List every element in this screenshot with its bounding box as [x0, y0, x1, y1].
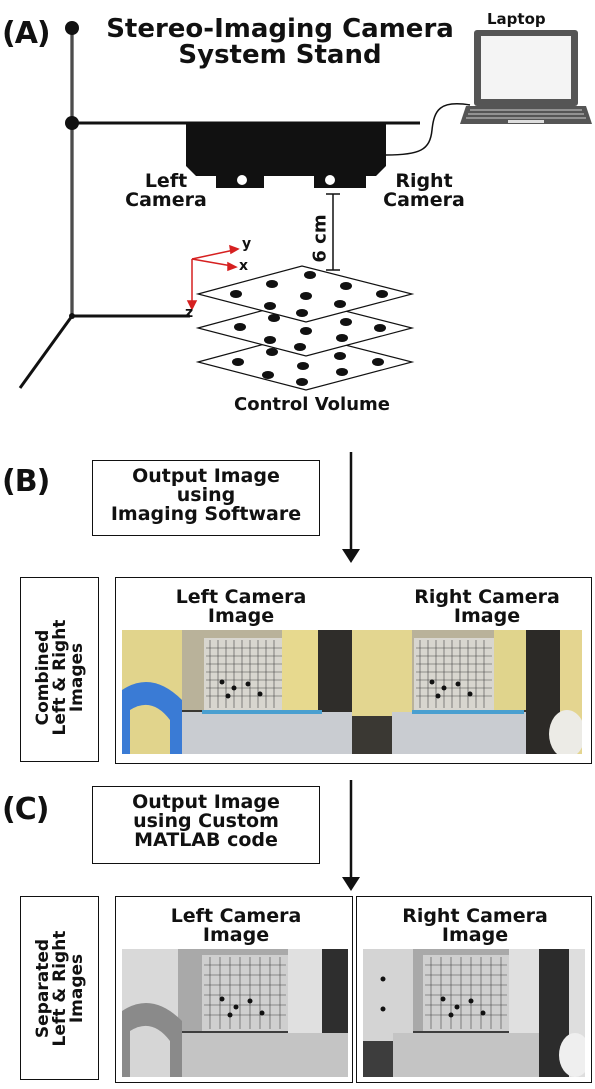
stand-frame: [18, 21, 420, 389]
matlab-box: Output Image using Custom MATLAB code: [92, 786, 320, 864]
separated-right-title-line-2: Image: [441, 924, 509, 946]
combined-side-label: Combined Left & Right Images: [33, 586, 87, 769]
separated-left-title-line-2: Image: [202, 924, 270, 946]
axis-x-label: x: [239, 258, 249, 274]
left-camera-label: Left Camera: [118, 172, 214, 210]
panel-a-label: (A): [2, 16, 51, 51]
combined-right-title-line-1: Right Camera: [414, 586, 560, 608]
combined-left-title-line-1: Left Camera: [175, 586, 307, 608]
imaging-software-line-1: Output Image: [132, 465, 280, 487]
stand-title-line-2: System Stand: [178, 40, 382, 70]
camera-stand-diagram: [18, 21, 592, 391]
separated-side-box: Separated Left & Right Images: [20, 896, 99, 1080]
combined-image-frame: Left Camera Image Right Camera Image: [115, 577, 592, 764]
stand-joint-top: [65, 21, 79, 35]
separated-right-title: Right Camera Image: [377, 907, 573, 945]
separated-left-title: Left Camera Image: [146, 907, 326, 945]
separated-right-frame: Right Camera Image: [356, 896, 592, 1083]
left-camera-lens: [237, 175, 247, 185]
separated-left-photo: [122, 949, 348, 1077]
coordinate-axes: [186, 244, 240, 311]
combined-right-title-line-2: Image: [453, 605, 521, 627]
right-camera-label-line-2: Camera: [383, 189, 465, 211]
control-plane-bottom: [195, 333, 415, 391]
combined-right-title: Right Camera Image: [392, 588, 582, 626]
imaging-software-line-2: using: [176, 484, 236, 506]
stand-joint-bottom: [69, 313, 75, 319]
distance-marker: [326, 193, 340, 271]
laptop-cable: [385, 103, 471, 156]
separated-right-photo: [363, 949, 585, 1077]
control-volume-label: Control Volume: [234, 394, 390, 415]
laptop-label: Laptop: [487, 10, 546, 28]
stand-joint-middle: [65, 116, 79, 130]
separated-left-title-line-1: Left Camera: [170, 905, 302, 927]
combined-left-title: Left Camera Image: [156, 588, 326, 626]
stereo-camera-bar: [186, 124, 386, 188]
combined-camera-photo: [122, 630, 582, 754]
axis-z-label: z: [185, 305, 194, 321]
imaging-software-box: Output Image using Imaging Software: [92, 460, 320, 536]
stand-title: Stereo-Imaging Camera System Stand: [100, 16, 460, 68]
matlab-line-2: using Custom: [133, 810, 279, 832]
combined-left-title-line-2: Image: [207, 605, 275, 627]
combined-side-line-3: Images: [67, 642, 87, 713]
right-camera-label: Right Camera: [376, 172, 472, 210]
combined-side-box: Combined Left & Right Images: [20, 577, 99, 762]
panel-c-label: (C): [2, 792, 49, 827]
separated-side-line-3: Images: [67, 953, 87, 1024]
separated-left-frame: Left Camera Image: [115, 896, 353, 1083]
control-plane-top: [195, 265, 415, 323]
left-camera-label-line-2: Camera: [125, 189, 207, 211]
matlab-line-1: Output Image: [132, 791, 280, 813]
distance-label: 6 cm: [309, 214, 331, 263]
separated-right-title-line-1: Right Camera: [402, 905, 548, 927]
panel-b-label: (B): [2, 464, 50, 499]
axis-y-label: y: [242, 236, 252, 252]
right-camera-label-line-1: Right: [395, 170, 453, 192]
stand-title-line-1: Stereo-Imaging Camera: [106, 14, 454, 44]
imaging-software-line-3: Imaging Software: [110, 503, 302, 525]
left-camera-label-line-1: Left: [144, 170, 188, 192]
right-camera-lens: [325, 175, 335, 185]
control-volume: [195, 265, 415, 391]
laptop-icon: [460, 30, 592, 124]
matlab-line-3: MATLAB code: [134, 829, 278, 851]
separated-side-label: Separated Left & Right Images: [33, 897, 87, 1080]
